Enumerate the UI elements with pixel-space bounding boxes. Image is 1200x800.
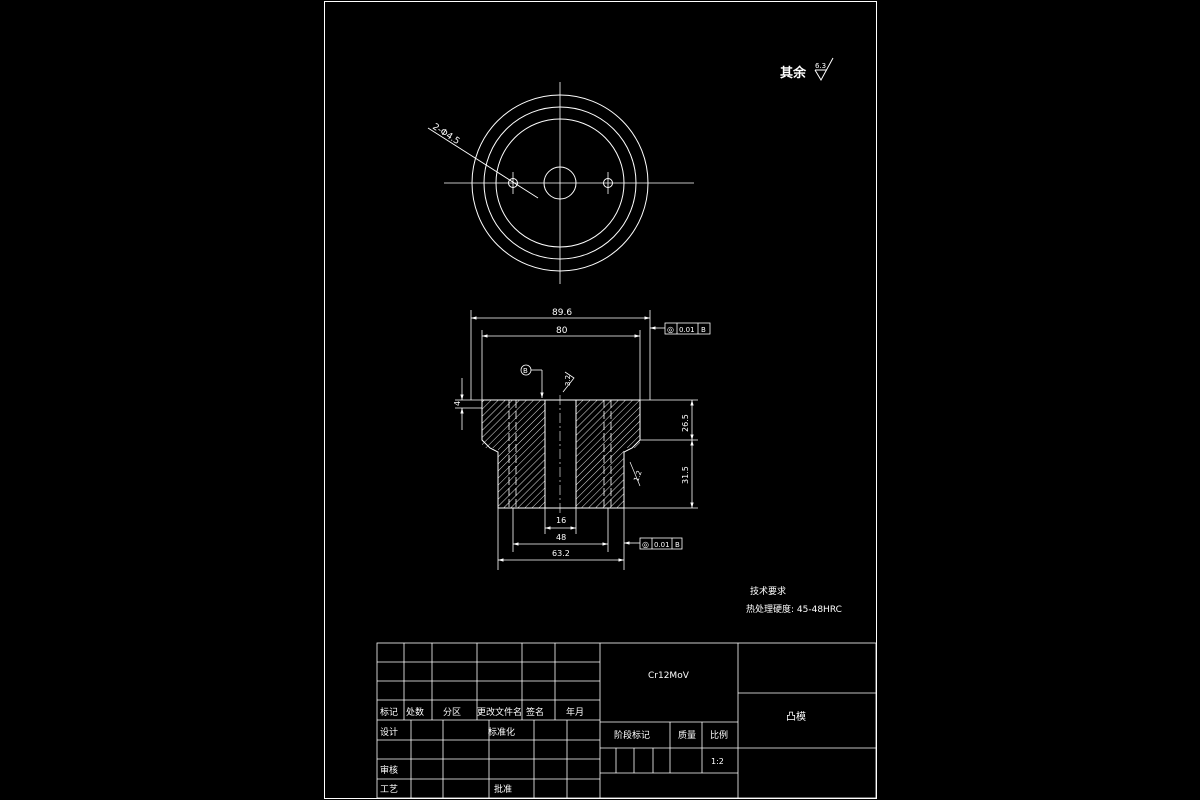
tol-bottom-datum: B: [675, 541, 680, 549]
dim-inner-top-width: 80: [556, 326, 568, 336]
roughness-note-value: 6.3: [815, 62, 826, 70]
section-hatch-right: [576, 400, 640, 508]
tech-requirements-line1: 热处理硬度: 45-48HRC: [746, 603, 842, 615]
tol-bottom-symbol: ◎: [642, 540, 649, 549]
dim-side-small: 1.2: [632, 469, 643, 482]
tb-label-process: 工艺: [380, 784, 398, 795]
tb-label-standardization: 标准化: [488, 726, 515, 738]
tol-top-value: 0.01: [679, 326, 695, 334]
section-roughness-value: 3.2: [564, 375, 572, 386]
tb-label-count: 处数: [406, 706, 424, 718]
tb-label-weight: 质量: [678, 729, 696, 741]
tb-label-design: 设计: [380, 726, 398, 738]
tolerance-frame-bottom: ◎ 0.01 B: [624, 537, 683, 550]
tb-label-zone: 分区: [443, 707, 461, 718]
title-block: [376, 642, 877, 799]
tb-label-change-doc: 更改文件名: [477, 706, 522, 718]
tb-label-stage-mark: 阶段标记: [614, 729, 650, 741]
tech-requirements: 技术要求 热处理硬度: 45-48HRC: [746, 585, 842, 615]
dim-bore-mid: 48: [556, 533, 566, 542]
tb-label-scale: 比例: [710, 729, 728, 741]
dim-bore-small: 16: [556, 516, 566, 525]
roughness-note-label: 其余: [780, 65, 807, 81]
tol-top-datum: B: [701, 326, 706, 334]
tol-bottom-value: 0.01: [654, 541, 670, 549]
tb-label-review: 审核: [380, 764, 398, 776]
tb-label-mark: 标记: [380, 706, 398, 718]
hole-note: 2-Φ4.5: [430, 122, 461, 147]
dim-right-upper: 26.5: [681, 414, 690, 432]
tb-material: Cr12MoV: [648, 671, 690, 681]
tol-top-symbol: ◎: [667, 325, 674, 334]
section-view: 89.6 80 ◎ 0.01 B B 3.2: [453, 308, 711, 570]
hole-leader: [427, 127, 539, 199]
sheet-border: [324, 1, 877, 799]
title-block-text: Cr12MoV 凸模 标记 处数 分区 更改文件名 签名 年月 设计 标准化 审…: [380, 671, 806, 795]
tb-label-approve: 批准: [494, 783, 512, 795]
dim-bottom-width: 63.2: [552, 549, 570, 558]
section-roughness: 3.2: [562, 371, 575, 393]
datum-callout: B: [520, 364, 544, 398]
dim-right-lower: 31.5: [681, 466, 690, 484]
section-hatch-left: [482, 400, 545, 508]
tb-part-name: 凸模: [786, 711, 806, 723]
tech-requirements-heading: 技术要求: [750, 585, 786, 597]
tb-label-date: 年月: [566, 706, 584, 718]
roughness-note: 其余 6.3: [780, 57, 834, 82]
datum-callout-letter: B: [523, 367, 528, 375]
tb-scale-value: 1:2: [711, 757, 724, 766]
dim-flange-height: 4: [453, 401, 462, 406]
top-view: 2-Φ4.5: [427, 82, 694, 284]
dim-overall-top-width: 89.6: [552, 308, 572, 318]
tolerance-frame-top: ◎ 0.01 B: [650, 322, 711, 335]
tb-label-signature: 签名: [526, 706, 544, 718]
